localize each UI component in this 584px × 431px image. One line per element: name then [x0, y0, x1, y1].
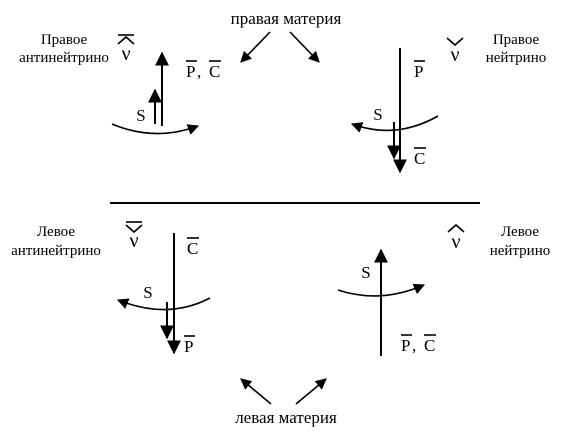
c-symbol: C [209, 62, 220, 81]
pc-separator: , [197, 62, 201, 81]
hat-overline [447, 223, 465, 233]
p-symbol: P [186, 62, 195, 81]
rotation-arc [337, 283, 426, 297]
quadrant-left-antineutrino: Левое антинейтрино ν S C P [11, 221, 211, 356]
quadrant-right-antineutrino: Правое антинейтрино ν S P , C [19, 32, 221, 135]
check-overline [125, 224, 143, 234]
pc-label: P , C [186, 60, 221, 81]
c-label: C [414, 147, 426, 168]
label-right-antineutrino-line2: антинейтрино [19, 50, 109, 66]
arrow-top-left [240, 31, 271, 63]
p-symbol: P [401, 336, 410, 355]
nu-symbol: ν [121, 43, 130, 65]
nu-symbol: ν [450, 44, 459, 66]
c-symbol: C [187, 239, 198, 258]
label-right-antineutrino-line1: Правое [41, 32, 88, 48]
label-right-neutrino-line2: нейтрино [486, 50, 547, 66]
check-overline [446, 37, 464, 47]
nu-symbol: ν [129, 230, 138, 252]
quadrant-right-neutrino: Правое нейтрино ν S P C [350, 32, 547, 174]
neutrino-symbol: ν [447, 223, 465, 253]
spin-label: S [373, 105, 382, 124]
spin-label: S [143, 283, 152, 302]
rotation-arc [111, 123, 200, 135]
quadrant-left-neutrino: Левое нейтрино ν S P , C [337, 223, 551, 356]
heading-right-matter: правая материя [231, 9, 342, 28]
rotation-arc [116, 297, 211, 311]
spin-label: S [361, 263, 370, 282]
label-left-antineutrino-line2: антинейтрино [11, 243, 101, 259]
pc-separator: , [412, 336, 416, 355]
p-label: P [184, 335, 195, 356]
c-label: C [187, 237, 199, 258]
label-left-antineutrino-line1: Левое [37, 224, 75, 240]
rotation-arc [350, 115, 439, 133]
heading-left-matter: левая материя [235, 408, 337, 427]
nu-symbol: ν [451, 231, 460, 253]
pc-label: P , C [401, 334, 436, 355]
label-left-neutrino-line2: нейтрино [490, 243, 551, 259]
p-label: P [414, 60, 425, 81]
neutrino-symbol: ν [446, 37, 464, 66]
arrow-bottom-left [240, 378, 272, 405]
antineutrino-symbol: ν [117, 34, 135, 65]
c-symbol: C [414, 149, 425, 168]
c-symbol: C [424, 336, 435, 355]
hat-overline [117, 35, 135, 45]
label-right-neutrino-line1: Правое [493, 32, 540, 48]
label-left-neutrino-line1: Левое [501, 224, 539, 240]
arrow-top-right [289, 31, 320, 63]
p-symbol: P [414, 62, 423, 81]
arrow-bottom-right [295, 378, 327, 405]
spin-label: S [136, 106, 145, 125]
p-symbol: P [184, 337, 193, 356]
antineutrino-symbol: ν [125, 221, 143, 252]
